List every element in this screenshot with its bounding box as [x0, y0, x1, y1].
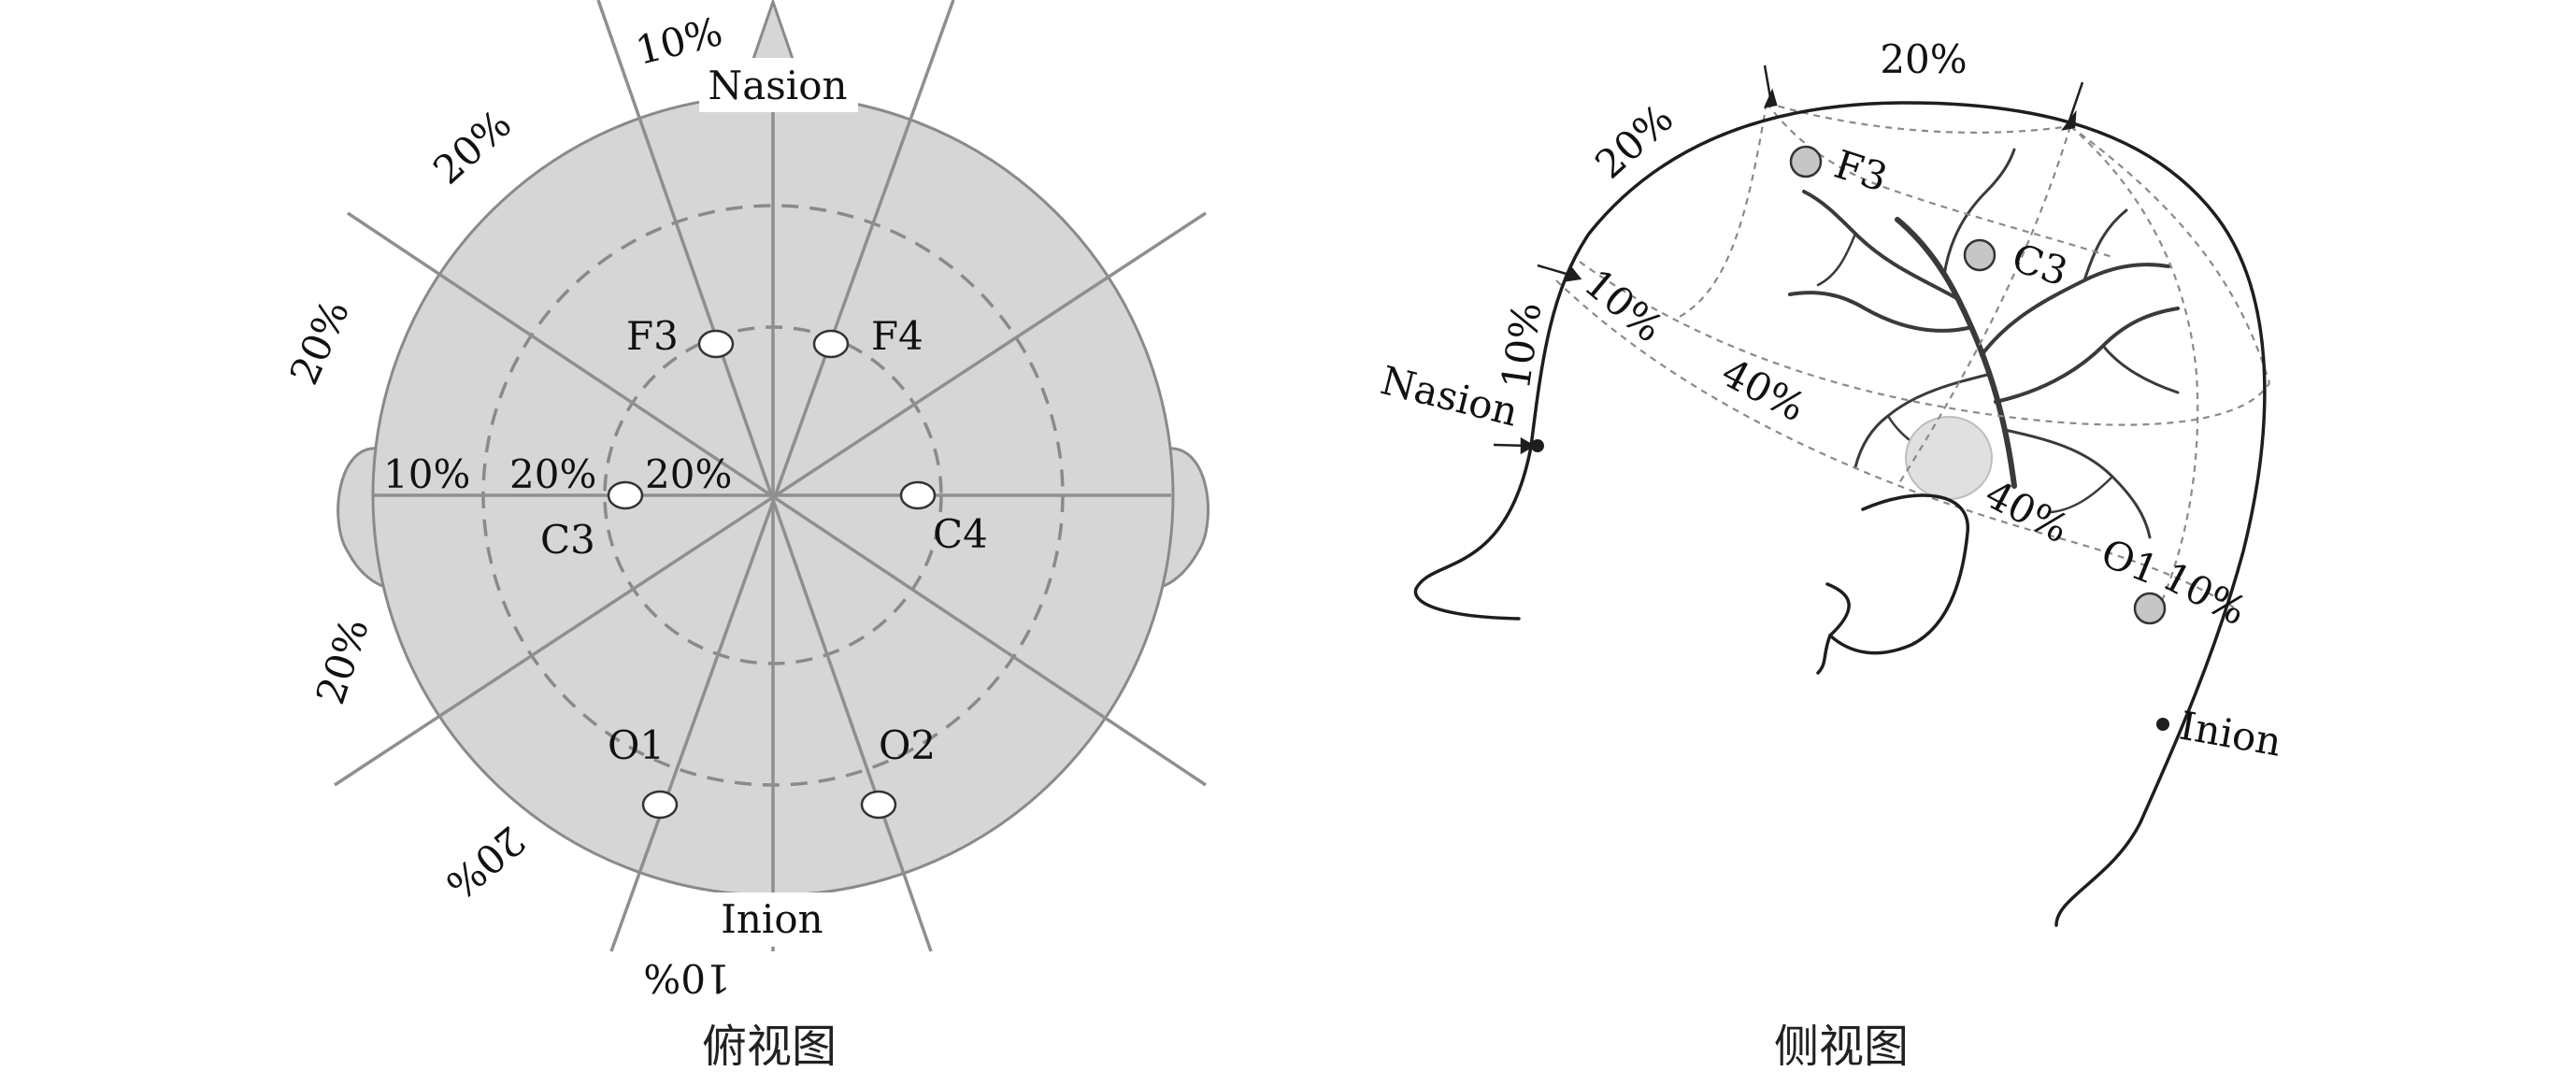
guide-10pct-line: [1579, 261, 2270, 426]
side-view-arrows: [1493, 64, 2084, 455]
ear-inner: [1825, 582, 1851, 637]
vessel-branch-4: [1788, 291, 1974, 333]
ear-profile: [1828, 493, 1969, 655]
arrow-front-head: [1564, 266, 1582, 282]
side-electrode-label-f3: F3: [1829, 141, 1893, 201]
side-view-labels: F3 C3 O1 Nasion Inion 20% 20% 10% 10% 40…: [1377, 36, 2285, 765]
guide-top-arc: [1766, 101, 2071, 134]
side-electrode-f3: [1789, 145, 1823, 178]
side-pct-top-20: 20%: [1880, 36, 1967, 82]
caption-side-view: 侧视图: [1774, 1021, 1909, 1073]
inion-label-bg: [706, 892, 838, 947]
vessel-branch-12: [2050, 475, 2114, 514]
electrode-c4: [899, 480, 937, 510]
vessel-branch-5: [2003, 428, 2152, 539]
vessel-branch-6: [1853, 372, 1993, 469]
top-view-electrodes: [607, 329, 937, 820]
electrode-f4: [812, 329, 850, 359]
side-electrode-label-o1: O1: [2095, 530, 2165, 593]
top-view-diagram: Nasion Inion F3 F4 C3 C4 O1 O2 10% 20% 2…: [280, 0, 1209, 1001]
top-nasion-label: Nasion: [708, 63, 847, 108]
electrode-o2: [860, 790, 897, 820]
arrow-top-right-head: [2061, 109, 2077, 131]
side-view-diagram: F3 C3 O1 Nasion Inion 20% 20% 10% 10% 40…: [1377, 36, 2285, 927]
vessel-branch-1: [1802, 190, 1960, 301]
vessel-branch-10: [1816, 232, 1857, 287]
brain-vessel-illustration: [1788, 148, 2180, 539]
vessel-branch-7: [1942, 148, 2016, 278]
radial-lines: [334, 0, 1207, 952]
arrow-nasion-head: [1520, 436, 1536, 455]
vessel-branch-3: [1994, 307, 2180, 404]
pct-bottom-10: 10%: [643, 955, 730, 1001]
guide-rear-arc: [2069, 125, 2199, 608]
inion-point: [2156, 718, 2169, 731]
vessel-branch-9: [2101, 344, 2180, 394]
side-electrode-o1: [2133, 592, 2167, 625]
electrode-f3: [697, 329, 735, 359]
top-inion-label: Inion: [721, 896, 823, 942]
side-view-electrodes: [1789, 145, 2167, 625]
brain-stem-shading: [1905, 416, 1993, 500]
pct-mid-20-left: 20%: [509, 451, 596, 497]
head-profile-face: [1413, 445, 1533, 621]
head-profile-top: [1529, 101, 2267, 927]
nasion-label-bg: [699, 58, 858, 112]
guide-f3-line: [1766, 102, 2113, 259]
side-inion-label: Inion: [2176, 703, 2284, 765]
side-view-dashed-guides: [1555, 101, 2271, 608]
vessel-branch-8: [2082, 208, 2128, 282]
pct-left-lower-20: 20%: [307, 613, 377, 710]
electrode-label-c4: C4: [933, 511, 988, 557]
caption-top-view: 俯视图: [702, 1021, 837, 1073]
pct-upper-left-20: 20%: [424, 101, 520, 193]
arrow-top-right-shaft: [2067, 81, 2084, 124]
electrode-label-o2: O2: [879, 722, 936, 768]
head-profile: [1413, 101, 2267, 927]
ear-lobe: [1816, 634, 1832, 675]
side-electrode-c3: [1963, 238, 1996, 272]
side-pct-band-40-a: 40%: [1714, 350, 1812, 431]
pct-mid-10: 10%: [383, 451, 470, 497]
electrode-label-f4: F4: [871, 313, 923, 359]
guide-front-arc: [1677, 102, 1768, 319]
arrow-top-left-head: [1763, 88, 1778, 108]
guide-crown-arc: [2069, 125, 2271, 384]
pct-bottom-left-20: 20%: [437, 817, 534, 908]
electrode-label-o1: O1: [608, 722, 665, 768]
nasion-point: [1531, 439, 1544, 452]
pct-mid-20-right: 20%: [645, 451, 732, 497]
electrode-o1: [641, 790, 679, 820]
electrode-label-c3: C3: [540, 517, 595, 563]
electrode-c3: [607, 480, 644, 510]
electrode-label-f3: F3: [626, 313, 679, 359]
guide-band-line: [1555, 279, 2235, 608]
side-pct-upper-20: 20%: [1586, 95, 1682, 188]
side-electrode-label-c3: C3: [2007, 235, 2073, 295]
radial-line-3: [347, 211, 1207, 787]
radial-line-4: [334, 211, 1207, 787]
pct-left-upper-20: 20%: [280, 293, 358, 391]
